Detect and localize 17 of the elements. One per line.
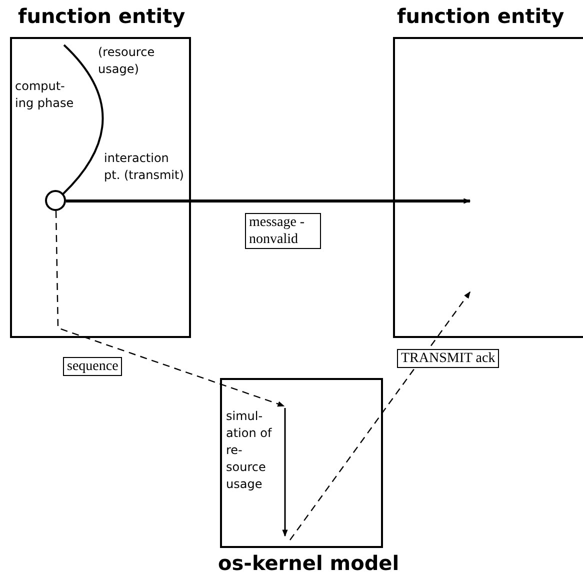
note-text: simul- ation of re- source usage [226, 408, 272, 493]
entity-title: function entity [397, 3, 564, 29]
note-text: (resource usage) [98, 44, 156, 78]
edge-label: TRANSMIT ack [397, 349, 500, 368]
arrow [66, 198, 471, 204]
interaction-point-circle [45, 190, 66, 211]
edge-label: sequence [63, 357, 122, 376]
entity-title: function entity [18, 3, 186, 29]
kernel-title: os-kernel model [218, 550, 400, 576]
arrow [290, 291, 470, 540]
entity-frame [393, 37, 583, 338]
kernel-frame [220, 378, 383, 548]
arrow [55, 210, 285, 407]
entity-frame [10, 37, 191, 338]
edge-label: message - nonvalid [245, 213, 321, 249]
note-text: interaction pt. (transmit) [104, 150, 185, 184]
note-text: comput- ing phase [15, 78, 75, 112]
